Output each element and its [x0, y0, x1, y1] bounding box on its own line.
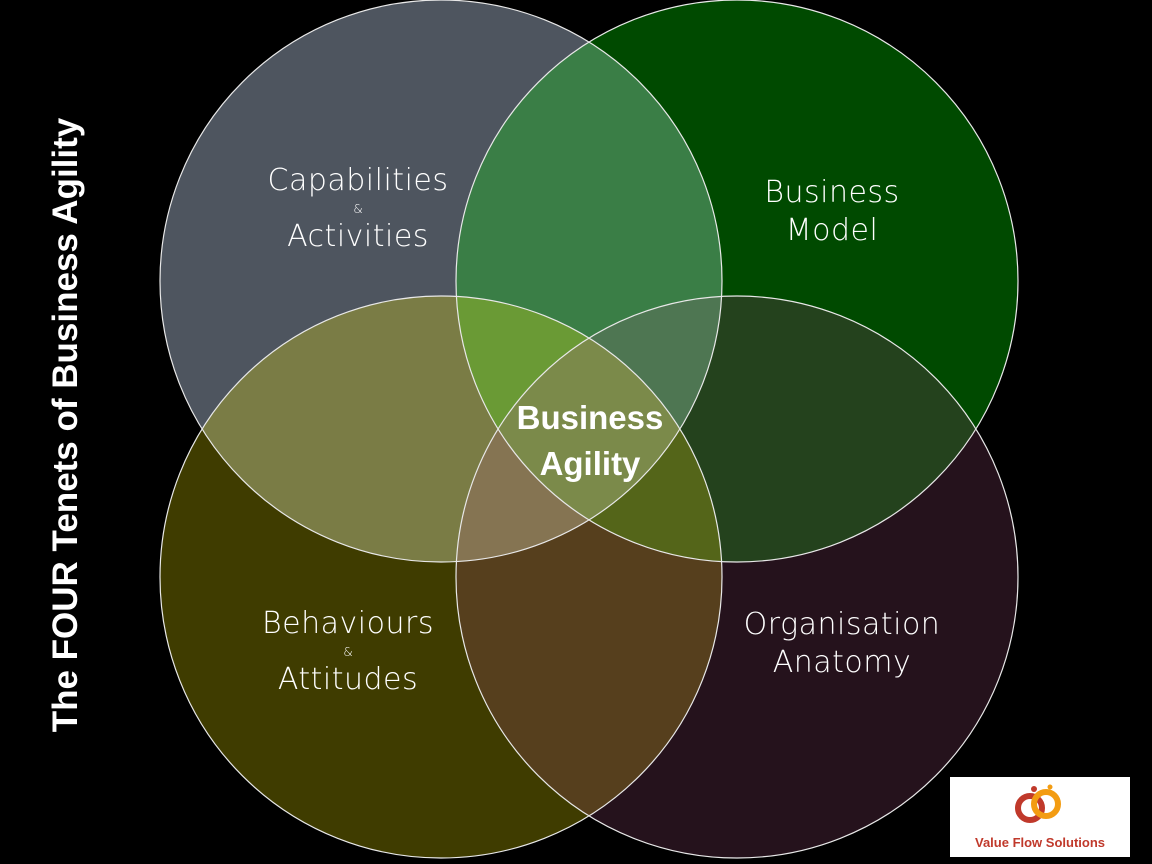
label-organisation: Organisation Anatomy [744, 606, 941, 682]
label-business-model: Business Model [764, 174, 899, 250]
label-behaviours: Behaviours & Attitudes [262, 605, 434, 699]
center-label: Business Agility [517, 395, 664, 487]
organisation-line1: Organisation [743, 607, 941, 642]
label-capabilities: Capabilities & Activities [268, 162, 449, 256]
company-logo: Value Flow Solutions [950, 777, 1130, 857]
behaviours-line1: Behaviours [262, 606, 434, 641]
overlap-all [456, 296, 722, 562]
business-model-line1: Business [764, 175, 900, 210]
circle-outlines [159, 0, 1019, 859]
center-line2: Agility [539, 445, 641, 482]
business-model-line2: Model [785, 213, 879, 248]
diagram-title: The FOUR Tenets of Business Agility [46, 117, 85, 733]
center-line1: Business [516, 399, 664, 436]
logo-rings-icon [1015, 784, 1061, 823]
logo-text: Value Flow Solutions [974, 835, 1105, 850]
capabilities-line2: Activities [287, 219, 429, 254]
capabilities-line1: Capabilities [267, 163, 449, 198]
behaviours-ampersand: & [343, 645, 353, 659]
capabilities-ampersand: & [353, 202, 363, 216]
behaviours-line2: Attitudes [277, 662, 419, 697]
organisation-line2: Anatomy [772, 645, 912, 680]
